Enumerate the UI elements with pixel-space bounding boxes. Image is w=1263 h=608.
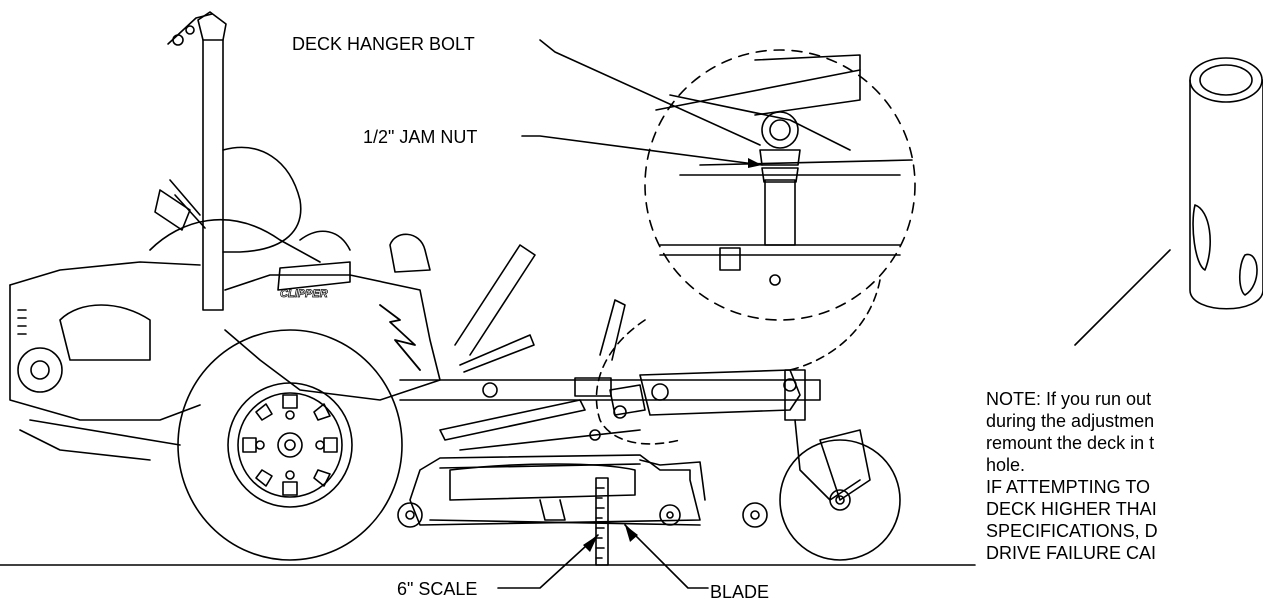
main-frame-rail (399, 299, 821, 416)
detail-connector-2 (789, 279, 881, 371)
note-line-6: DECK HIGHER THAI (986, 499, 1157, 519)
deck-hanger-bolt-leader (539, 39, 761, 146)
jam-nut-leader (521, 135, 763, 166)
spacer-leader-line (1074, 249, 1171, 346)
note-line-2: during the adjustmen (986, 411, 1155, 431)
lift-linkage (439, 384, 646, 451)
note-line-5: IF ATTEMPTING TO (986, 477, 1151, 497)
adjustment-note: NOTE: If you run out during the adjustme… (986, 388, 1263, 564)
scale-leader (497, 534, 599, 589)
blade-leader (624, 524, 709, 589)
six-inch-scale (595, 477, 609, 566)
engine-frame (9, 261, 201, 461)
blade-arrowhead (625, 525, 638, 542)
note-line-1: NOTE: If you run out (986, 389, 1152, 409)
mower-deck (397, 454, 768, 528)
body-fender (224, 230, 441, 401)
note-line-3: remount the deck in t (986, 433, 1155, 453)
rear-wheel (177, 329, 403, 561)
note-line-4: hole. (986, 455, 1026, 475)
seat (149, 146, 321, 263)
deck-hanger-detail-circle (644, 49, 916, 321)
rops-bar (167, 11, 227, 311)
scale-label: 6" SCALE (397, 579, 477, 599)
front-caster (779, 369, 901, 561)
spacer-bushing (1189, 57, 1263, 310)
deck-hanger-bolt-label: DECK HANGER BOLT (292, 34, 475, 54)
note-line-8: DRIVE FAILURE CAI (986, 543, 1157, 563)
jam-nut-label: 1/2" JAM NUT (363, 127, 477, 147)
note-line-7: SPECIFICATIONS, D (986, 521, 1158, 541)
brand-badge: CLIPPER (280, 288, 328, 300)
jam-nut-arrowhead (748, 158, 762, 168)
steering-levers (454, 244, 536, 373)
scale-arrowhead (583, 535, 598, 552)
detail-connector (595, 319, 681, 445)
blade-label: BLADE (710, 582, 769, 602)
